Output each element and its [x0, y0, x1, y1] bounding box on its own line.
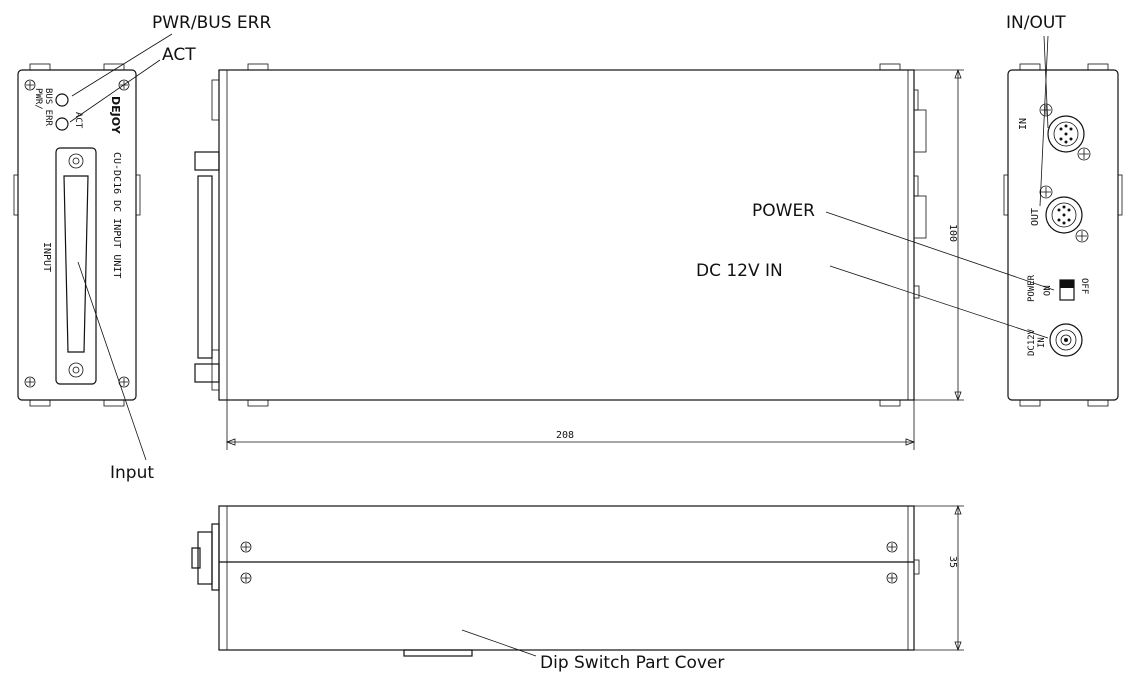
callout-in-out: IN/OUT	[1006, 13, 1066, 33]
brand-logo: DEJOY	[109, 96, 122, 135]
on-label: ON	[1043, 285, 1053, 296]
led1-label-2: BUS ERR	[43, 88, 53, 127]
callout-pwr-bus-err: PWR/BUS ERR	[152, 13, 271, 33]
screw-icon	[240, 541, 252, 553]
act-led-icon	[55, 117, 69, 131]
in-connector	[1039, 103, 1091, 161]
dip-switch-cover	[403, 649, 473, 657]
led2-label: ACT	[73, 112, 83, 129]
screw-icon	[24, 376, 36, 388]
model-text: CU-DC16 DC INPUT UNIT	[111, 152, 122, 278]
dimension-depth-label: 35	[947, 556, 958, 568]
rear-panel-view: IN OUT POWER ON OFF DC12V IN	[1003, 63, 1123, 407]
side-view	[191, 505, 920, 657]
screw-icon	[886, 572, 898, 584]
led1-label: PWR/	[33, 88, 43, 110]
dimension-width: 208	[225, 400, 916, 450]
dimension-height-label: 100	[947, 224, 958, 242]
in-label: IN	[1018, 118, 1029, 130]
power-label: POWER	[1027, 274, 1037, 302]
off-label: OFF	[1079, 278, 1089, 294]
power-switch-icon	[1059, 279, 1075, 301]
connector-label: INPUT	[41, 242, 52, 272]
screw-icon	[24, 79, 36, 91]
dimension-width-label: 208	[556, 430, 574, 441]
top-view	[194, 63, 927, 407]
dc-jack-icon	[1049, 323, 1083, 357]
pwr-bus-err-led-icon	[55, 93, 69, 107]
input-connector	[55, 147, 97, 385]
dimension-height: 100	[914, 68, 964, 402]
dc-label-2: IN	[1037, 337, 1047, 348]
callout-act: ACT	[162, 45, 196, 65]
screw-icon	[886, 541, 898, 553]
dimension-depth: 35	[914, 504, 964, 652]
callout-power: POWER	[752, 201, 815, 221]
callout-dc12v-in: DC 12V IN	[696, 261, 783, 281]
callout-input: Input	[110, 463, 154, 483]
dc-label: DC12V	[1027, 328, 1037, 356]
callout-dip-switch-cover: Dip Switch Part Cover	[540, 653, 724, 673]
out-connector	[1039, 185, 1089, 243]
front-panel-view: PWR/ BUS ERR ACT DEJOY CU-DC16 DC INPUT …	[13, 63, 141, 407]
out-label: OUT	[1030, 208, 1041, 226]
screw-icon	[240, 572, 252, 584]
